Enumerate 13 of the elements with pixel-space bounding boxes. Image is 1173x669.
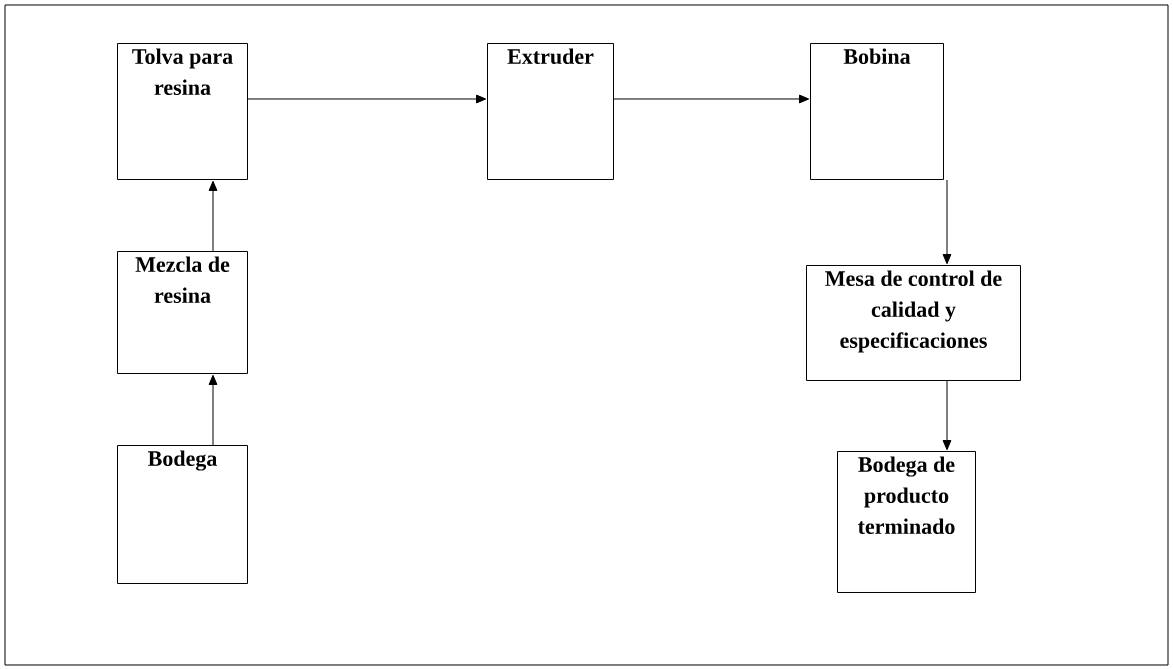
arrow: [208, 374, 218, 446]
process-box: Tolva para resina: [117, 43, 248, 180]
arrow: [942, 380, 952, 451]
process-box: Extruder: [487, 43, 614, 180]
process-box: Mesa de control de calidad y especificaciones: [806, 265, 1021, 381]
arrow: [613, 94, 810, 104]
arrow: [208, 180, 218, 252]
process-box: Bodega: [117, 445, 248, 584]
process-box: Bodega de producto terminado: [837, 451, 976, 593]
arrow: [942, 179, 952, 265]
arrow: [247, 94, 487, 104]
process-box: Mezcla de resina: [117, 251, 248, 374]
process-box: Bobina: [810, 43, 944, 180]
